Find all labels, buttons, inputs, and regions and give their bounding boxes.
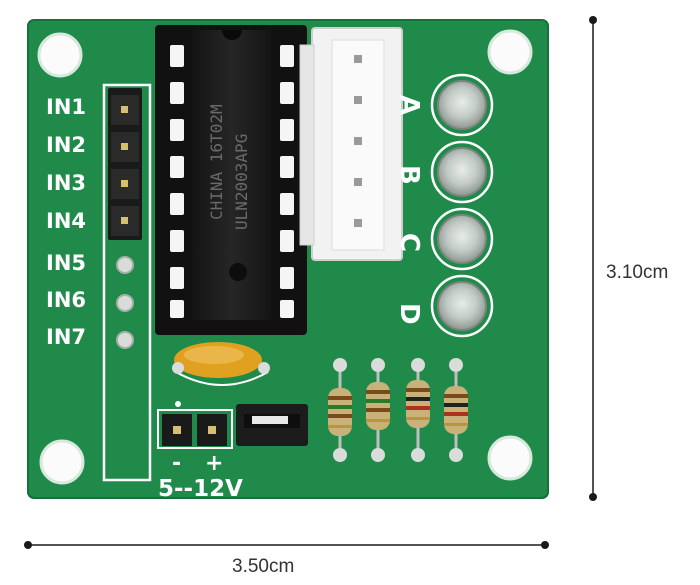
- label-in5: IN5: [46, 251, 86, 275]
- resistor: [328, 358, 352, 462]
- label-in4: IN4: [46, 209, 86, 233]
- chip-marking-line2: ULN2003APG: [232, 134, 251, 230]
- mounting-hole: [37, 32, 83, 78]
- label-in1: IN1: [46, 95, 86, 119]
- uln2003-chip: CHINA 16T02M ULN2003APG: [155, 25, 307, 335]
- label-phase-d: D: [394, 303, 424, 325]
- power-header: [157, 401, 233, 449]
- capacitor: [172, 342, 270, 386]
- width-dimension: [24, 541, 549, 549]
- height-dimension: [589, 16, 597, 501]
- motor-connector: [299, 27, 403, 261]
- label-in6: IN6: [46, 288, 86, 312]
- label-power-minus: -: [172, 451, 181, 476]
- height-dimension-label: 3.10cm: [606, 262, 669, 283]
- label-in3: IN3: [46, 171, 86, 195]
- dimension-endpoint: [24, 541, 32, 549]
- label-in2: IN2: [46, 133, 86, 157]
- power-jumper: [236, 404, 308, 446]
- led-a: [430, 73, 494, 137]
- resistors: [328, 358, 468, 462]
- label-power-plus: +: [205, 451, 223, 476]
- dimension-endpoint: [589, 493, 597, 501]
- label-phase-b: B: [394, 165, 424, 185]
- resistor: [406, 358, 430, 462]
- unpopulated-pads: [116, 256, 134, 349]
- mounting-hole: [39, 439, 85, 485]
- phase-labels: A B C D: [394, 95, 424, 325]
- input-labels: IN1 IN2 IN3 IN4 IN5 IN6 IN7: [46, 95, 86, 349]
- led-c: [430, 207, 494, 271]
- label-voltage: 5--12V: [158, 476, 243, 502]
- resistor: [366, 358, 390, 462]
- mounting-hole: [487, 435, 533, 481]
- phase-leds: [430, 73, 494, 338]
- resistor: [444, 358, 468, 462]
- dimension-endpoint: [589, 16, 597, 24]
- label-phase-c: C: [394, 233, 424, 252]
- input-pin-header: [108, 88, 142, 240]
- label-phase-a: A: [394, 95, 424, 115]
- led-b: [430, 140, 494, 204]
- width-dimension-label: 3.50cm: [232, 556, 295, 577]
- chip-marking-line1: CHINA 16T02M: [207, 104, 226, 220]
- label-in7: IN7: [46, 325, 86, 349]
- dimension-endpoint: [541, 541, 549, 549]
- input-header-outline: [102, 83, 152, 482]
- mounting-hole: [487, 29, 533, 75]
- led-d: [430, 274, 494, 338]
